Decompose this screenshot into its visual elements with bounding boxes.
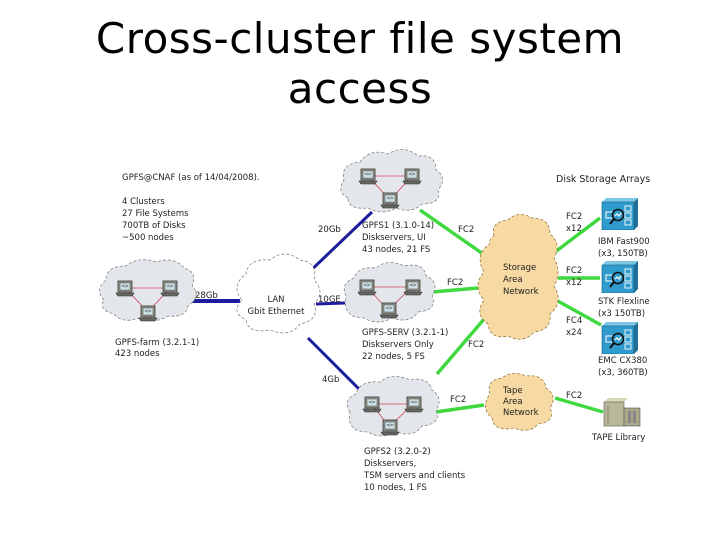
info-nodes: ~500 nodes [122,233,174,243]
link-san-emc [555,298,602,327]
tape-library-label: TAPE Library [591,433,645,443]
lan-label: LAN [267,295,284,305]
tape-library-icon [603,398,641,427]
link-lan-gpfs1 [303,210,374,278]
node-icon [160,280,180,297]
cluster-cloud [340,149,443,213]
link-san-ibm [553,216,602,254]
stk-name: STK Flexline [598,297,650,307]
link-gpfs1-san [418,208,488,258]
lan-sublabel: Gbit Ethernet [248,307,306,317]
node-icon [138,305,158,322]
label-san-emc-count: x24 [566,328,582,338]
label-serv-san: FC2 [447,278,463,288]
san-label-2: Area [503,275,523,285]
label-san-stk-count: x12 [566,278,582,288]
cluster-cloud [346,376,440,437]
gpfs-farm-name: GPFS-farm (3.2.1-1) [115,338,199,348]
node-icon [379,302,399,319]
node-icon [380,192,400,209]
gpfs-serv-stats: 22 nodes, 5 FS [362,352,425,362]
tan-cloud-shape [485,373,554,431]
gpfs2-role: Diskservers, [364,459,416,469]
storage-tape: TAPE Library [591,398,645,443]
label-serv-lan: 10GE [318,295,341,305]
lan-cloud-shape [236,253,321,334]
gpfs2-stats: 10 nodes, 1 FS [364,483,427,493]
fc-links [418,208,604,414]
gpfs1-role: Diskservers, UI [362,233,426,243]
node-icon [357,279,377,296]
lan-cloud: LAN Gbit Ethernet [236,253,321,334]
disk-array-icon [601,322,638,354]
link-serv-san [431,286,479,294]
label-gpfs2-lan: 4Gb [322,375,339,385]
cnaf-info: GPFS@CNAF (as of 14/04/2008). 4 Clusters… [122,173,260,243]
cluster-gpfs-farm: GPFS-farm (3.2.1-1) 423 nodes [99,259,199,359]
info-disks: 700TB of Disks [122,221,186,231]
cluster-gpfs-serv: GPFS-SERV (3.2.1-1) Diskservers Only 22 … [343,262,448,362]
node-icon [362,396,382,413]
node-icon [402,168,422,185]
gpfs2-name: GPFS2 (3.2.0-2) [364,447,431,457]
emc-name: EMC CX380 [598,356,647,366]
node-icon [403,279,423,296]
gpfs1-stats: 43 nodes, 21 FS [362,245,430,255]
label-tan-tape: FC2 [566,391,582,401]
storage-stk: STK Flexline (x3 150TB) [598,261,650,319]
san-cloud-shape [477,214,559,340]
ibm-capacity: (x3, 150TB) [598,249,648,259]
info-filesystems: 27 File Systems [122,209,189,219]
gpfs-farm-stats: 423 nodes [115,349,160,359]
ibm-name: IBM Fast900 [598,237,650,247]
cluster-cloud [343,262,436,323]
tan-label-3: Network [503,408,539,418]
label-farm-lan: 28Gb [195,291,218,301]
storage-emc: EMC CX380 (x3, 360TB) [598,322,648,378]
label-serv-san-2: FC2 [468,340,484,350]
link-gpfs2-san [435,316,487,376]
gpfs1-name: GPFS1 (3.1.0-14) [362,221,434,231]
label-san-ibm-count: x12 [566,224,582,234]
disk-array-icon [601,198,638,230]
tan-label-2: Area [503,397,523,407]
gpfs2-tsm: TSM servers and clients [363,471,466,481]
label-gpfs1-lan: 20Gb [318,225,341,235]
node-icon [404,396,424,413]
node-icon [358,168,378,185]
cluster-gpfs1: GPFS1 (3.1.0-14) Diskservers, UI 43 node… [340,149,443,255]
label-gpfs1-san: FC2 [458,225,474,235]
disk-storage-arrays-heading: Disk Storage Arrays [556,174,650,185]
link-lan-serv [315,301,346,306]
stk-capacity: (x3 150TB) [598,309,645,319]
emc-capacity: (x3, 360TB) [598,368,648,378]
link-tan-tape [554,396,604,414]
gpfs-serv-name: GPFS-SERV (3.2.1-1) [362,328,448,338]
link-labels: 20Gb 28Gb 10GE 4Gb FC2 FC2 FC2 FC2 FC2 x… [195,212,582,405]
info-header: GPFS@CNAF (as of 14/04/2008). [122,173,260,183]
cluster-gpfs2: GPFS2 (3.2.0-2) Diskservers, TSM servers… [346,376,466,493]
node-icon [115,280,135,297]
label-san-emc-type: FC4 [566,316,582,326]
san-label-1: Storage [503,263,536,273]
gpfs-serv-role: Diskservers Only [362,340,434,350]
label-san-stk-type: FC2 [566,266,582,276]
tape-area-network: Tape Area Network [485,373,554,431]
storage-area-network: Storage Area Network [477,214,559,340]
label-gpfs2-tan: FC2 [450,395,466,405]
san-label-3: Network [503,287,539,297]
tan-label-1: Tape [502,386,523,396]
title-line-2: access [287,64,433,113]
label-san-ibm-type: FC2 [566,212,582,222]
slide-title: Cross-cluster file system access [0,14,720,114]
cluster-cloud [99,259,197,321]
title-line-1: Cross-cluster file system [95,14,625,63]
disk-array-icon [601,261,638,293]
link-gpfs2-tan [435,403,485,414]
storage-ibm: IBM Fast900 (x3, 150TB) [598,198,650,259]
info-clusters: 4 Clusters [122,197,165,207]
node-icon [380,419,400,436]
